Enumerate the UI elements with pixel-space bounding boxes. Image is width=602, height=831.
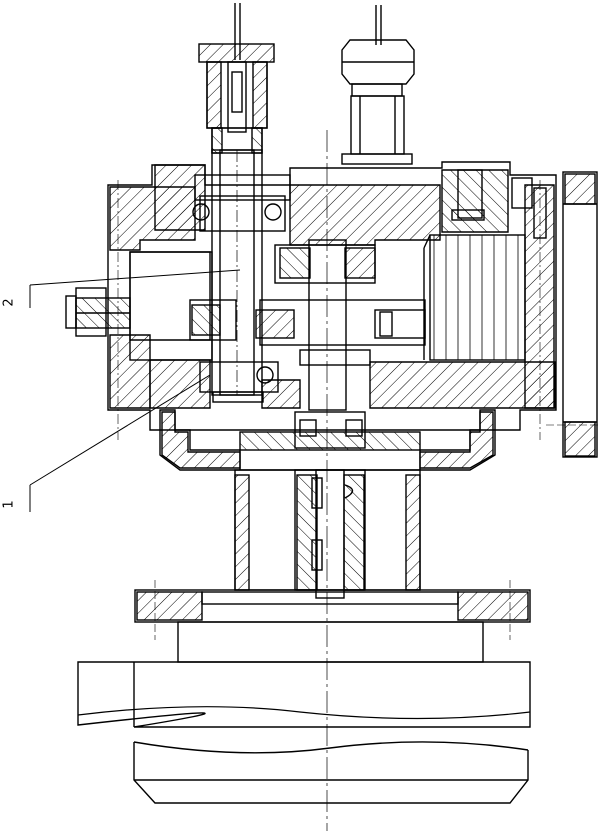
right-top-sensor — [341, 5, 415, 165]
leader-line-2 — [29, 269, 241, 286]
base-block — [77, 621, 531, 804]
right-side-flange — [546, 171, 600, 458]
bottom-flange — [134, 580, 531, 640]
callout-label-2: 2 — [1, 298, 17, 307]
leader-line-1 — [29, 374, 211, 486]
left-top-fitting — [198, 3, 275, 154]
leader-lines — [29, 269, 241, 512]
lower-housing — [159, 409, 496, 471]
callout-label-1: 1 — [1, 500, 17, 509]
upper-housing — [65, 149, 557, 431]
column-sleeve — [234, 469, 421, 599]
